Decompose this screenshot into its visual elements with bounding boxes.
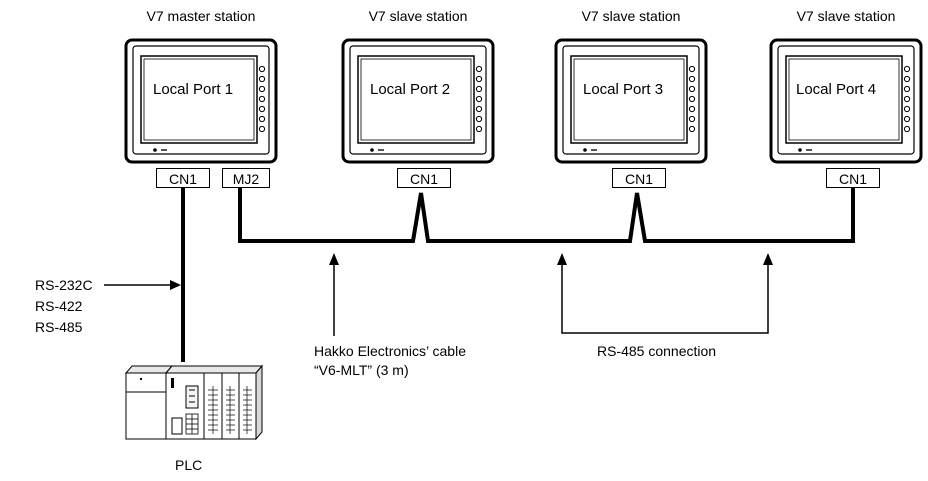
- cable-label-line-2: “V6-MLT” (3 m): [314, 362, 409, 378]
- hmi-unit-2: [341, 38, 495, 164]
- dip-switch-grid: [185, 413, 199, 435]
- power-lamp-icon: [798, 148, 802, 152]
- function-key-column: [258, 65, 266, 133]
- station-4-title: V7 slave station: [796, 8, 896, 24]
- power-lamp-icon: [583, 148, 587, 152]
- arrow-up-icon: [557, 253, 567, 265]
- hmi-unit-4: [769, 38, 923, 164]
- station-1-screen-label: Local Port 1: [153, 81, 234, 98]
- v6-mlt-cable: [238, 188, 855, 243]
- connector-cn1-station-3: CN1: [612, 168, 666, 188]
- plc-label: PLC: [175, 457, 203, 473]
- plc-unit: [124, 364, 264, 441]
- hmi-unit-3: [554, 38, 708, 164]
- station-3-title: V7 slave station: [581, 8, 681, 24]
- hmi-unit-1: [124, 38, 278, 164]
- cable-label-line-1: Hakko Electronics’ cable: [314, 343, 466, 359]
- arrow-up-icon: [763, 253, 773, 265]
- rs485-connection-label: RS-485 connection: [597, 343, 717, 359]
- power-lamp-icon: [153, 148, 157, 152]
- protocol-rs485: RS-485: [35, 319, 83, 335]
- station-1-title: V7 master station: [146, 8, 256, 24]
- arrow-up-icon: [329, 253, 339, 265]
- connector-mj2-master: MJ2: [222, 168, 270, 188]
- protocol-rs422: RS-422: [35, 298, 83, 314]
- function-key-column: [475, 65, 483, 133]
- station-4-screen-label: Local Port 4: [796, 81, 877, 98]
- arrow-right-icon: [170, 280, 181, 290]
- function-key-column: [903, 65, 911, 133]
- connector-cn1-master: CN1: [156, 168, 210, 188]
- connector-cn1-station-2: CN1: [397, 168, 451, 188]
- station-3-screen-label: Local Port 3: [583, 81, 664, 98]
- station-2-screen-label: Local Port 2: [370, 81, 451, 98]
- station-2-title: V7 slave station: [368, 8, 468, 24]
- protocol-rs232c: RS-232C: [35, 277, 93, 293]
- function-key-column: [688, 65, 696, 133]
- power-lamp-icon: [370, 148, 374, 152]
- connector-cn1-station-4: CN1: [826, 168, 880, 188]
